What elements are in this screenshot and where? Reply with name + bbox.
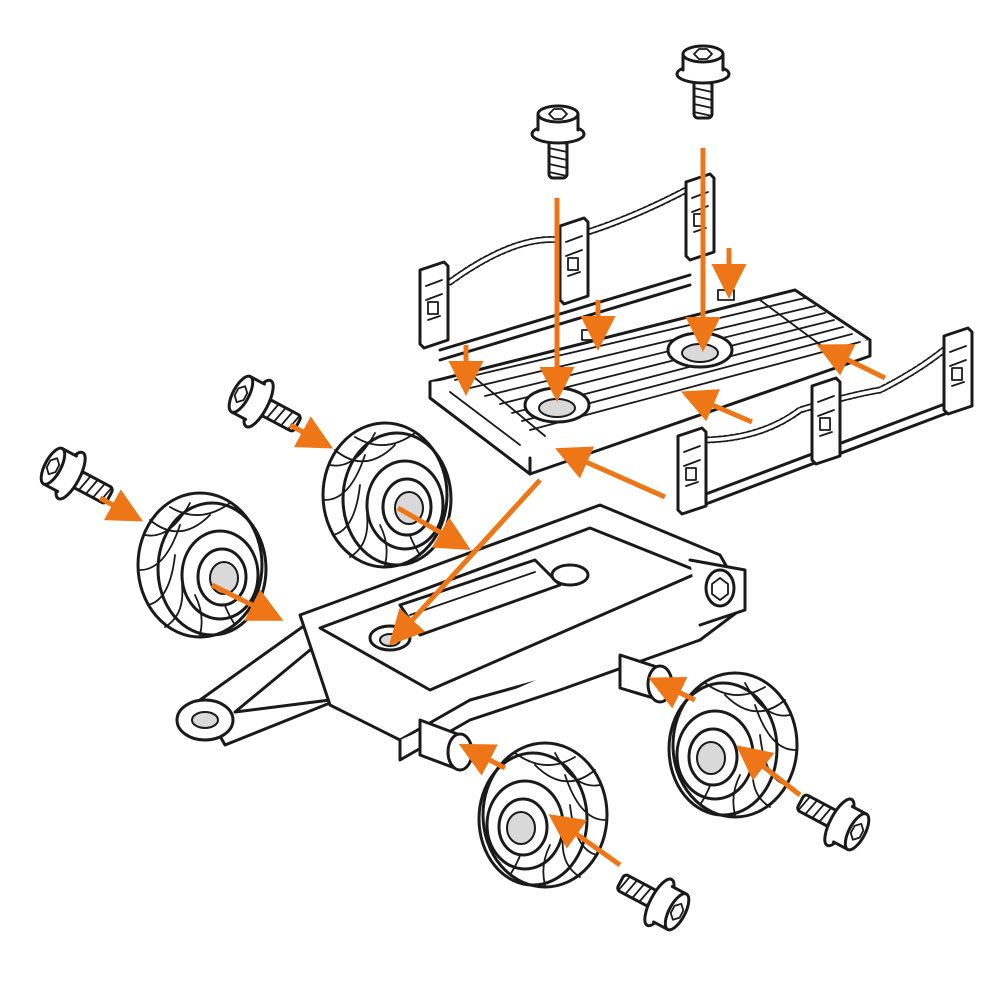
arrow-icon	[210, 582, 284, 621]
screw-wheel-front-left	[32, 438, 124, 521]
arrow-icon	[388, 478, 542, 646]
side-rail-back	[418, 172, 716, 362]
arrow-icon	[458, 743, 507, 776]
arrow-icon	[98, 489, 144, 522]
wheel-front-left	[136, 491, 268, 639]
trailer-chassis	[175, 503, 747, 772]
arrow-icon	[648, 676, 697, 709]
wheel-rear-left	[321, 421, 453, 569]
arrow-icon	[555, 446, 667, 500]
assembly-arrows	[98, 148, 887, 868]
arrow-icon	[680, 389, 753, 425]
screw-wheel-rear-right	[786, 777, 878, 860]
arrow-icon	[548, 814, 622, 868]
arrow-icon	[396, 505, 471, 550]
screw-wheel-rear-left	[220, 366, 312, 449]
bed-platform	[428, 288, 872, 476]
screw-wheel-front-right	[606, 857, 698, 940]
arrow-icon	[816, 344, 887, 381]
arrow-icon	[288, 416, 334, 449]
arrow-icon	[736, 745, 802, 797]
screw-bed-right	[675, 44, 731, 120]
trailer-bed	[418, 172, 974, 516]
screw-bed-left	[530, 104, 586, 180]
side-rail-front	[676, 326, 974, 516]
